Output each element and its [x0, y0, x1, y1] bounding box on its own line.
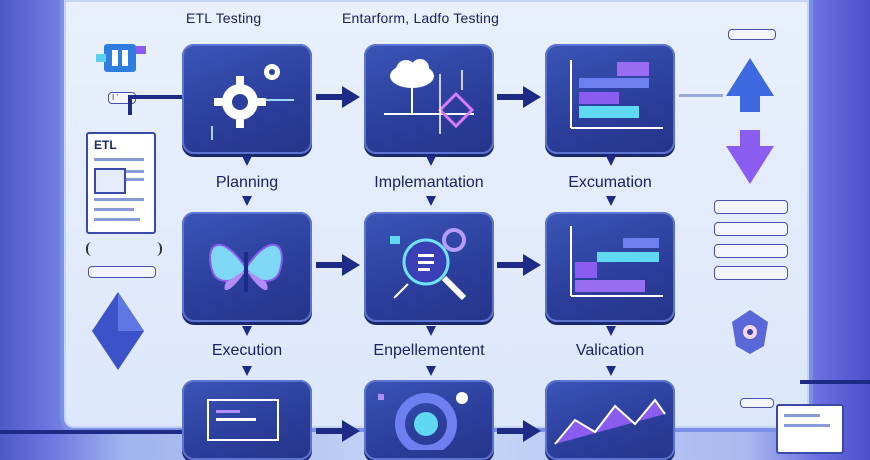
robot-icon [732, 310, 768, 354]
arrow-right-icon [497, 420, 541, 442]
arrow-down-icon [426, 196, 436, 206]
chart-icon [570, 226, 663, 297]
doc-line [94, 218, 140, 221]
label-valication: Valication [575, 342, 645, 359]
etl-badge: ETL [94, 138, 117, 152]
label-planning: Planning [215, 174, 279, 191]
doc-line [94, 158, 144, 161]
arrow-down-icon [426, 366, 436, 376]
magnifier-icon [390, 228, 467, 301]
window-line [784, 424, 830, 427]
header-left: ETL Testing [186, 10, 262, 26]
bracket-decor [86, 242, 162, 256]
arrow-right-icon [316, 86, 360, 108]
bottom-connector [0, 430, 182, 434]
tile-implementation [364, 44, 494, 154]
window-icon [207, 399, 279, 441]
top-right-tag [728, 29, 776, 40]
tile-row3-2 [364, 380, 494, 460]
tile-enpellementent [364, 212, 494, 322]
arrow-down-icon [606, 156, 616, 166]
bar-chart-icon [570, 60, 663, 129]
label-implementation: Implemantation [374, 174, 484, 191]
left-tag [88, 266, 156, 278]
right-bottom-tag [740, 398, 774, 408]
arrow-down-icon [606, 196, 616, 206]
arrow-right-icon [497, 86, 541, 108]
plug-icon [96, 44, 146, 72]
right-connector [800, 380, 870, 384]
header-right: Entarform, Ladfo Testing [342, 10, 500, 26]
arrow-down-icon [426, 326, 436, 336]
label-enpellementent: Enpellementent [373, 342, 485, 359]
tile-execution [182, 212, 312, 322]
cloud-network-icon [384, 59, 475, 134]
etl-document: ETL [86, 132, 156, 234]
label-execution: Execution [211, 342, 283, 359]
doc-line [126, 170, 144, 173]
doc-line [126, 178, 144, 181]
right-tag-4 [714, 266, 788, 280]
arrow-down-icon [606, 366, 616, 376]
connector-line [130, 95, 182, 99]
donut-icon [378, 392, 468, 450]
butterfly-icon [209, 244, 283, 292]
doc-figure [94, 168, 126, 194]
line-chart-icon [554, 398, 666, 445]
monitor-window [776, 404, 844, 454]
tile-valication [545, 212, 675, 322]
right-tag-3 [714, 244, 788, 258]
tile-row3-1 [182, 380, 312, 460]
tile-planning [182, 44, 312, 154]
doc-line [94, 208, 134, 211]
connector-line [679, 94, 723, 97]
arrow-down-icon [242, 366, 252, 376]
doc-line [94, 198, 144, 201]
arrow-down-icon [426, 156, 436, 166]
right-tag-1 [714, 200, 788, 214]
window-line [784, 414, 820, 417]
tile-excumation [545, 44, 675, 154]
tile-row3-3 [545, 380, 675, 460]
arrow-down-icon [242, 196, 252, 206]
arrow-right-icon [316, 254, 360, 276]
arrow-down-icon [242, 326, 252, 336]
arrow-down-icon [242, 156, 252, 166]
right-tag-2 [714, 222, 788, 236]
up-down-arrows [726, 58, 774, 184]
connector-line-v [128, 95, 132, 115]
arrow-down-icon [606, 326, 616, 336]
gear-icon [211, 64, 294, 140]
arrow-right-icon [497, 254, 541, 276]
arrow-right-icon [316, 420, 360, 442]
label-excumation: Excumation [568, 174, 652, 191]
diamond-shape [92, 292, 144, 370]
